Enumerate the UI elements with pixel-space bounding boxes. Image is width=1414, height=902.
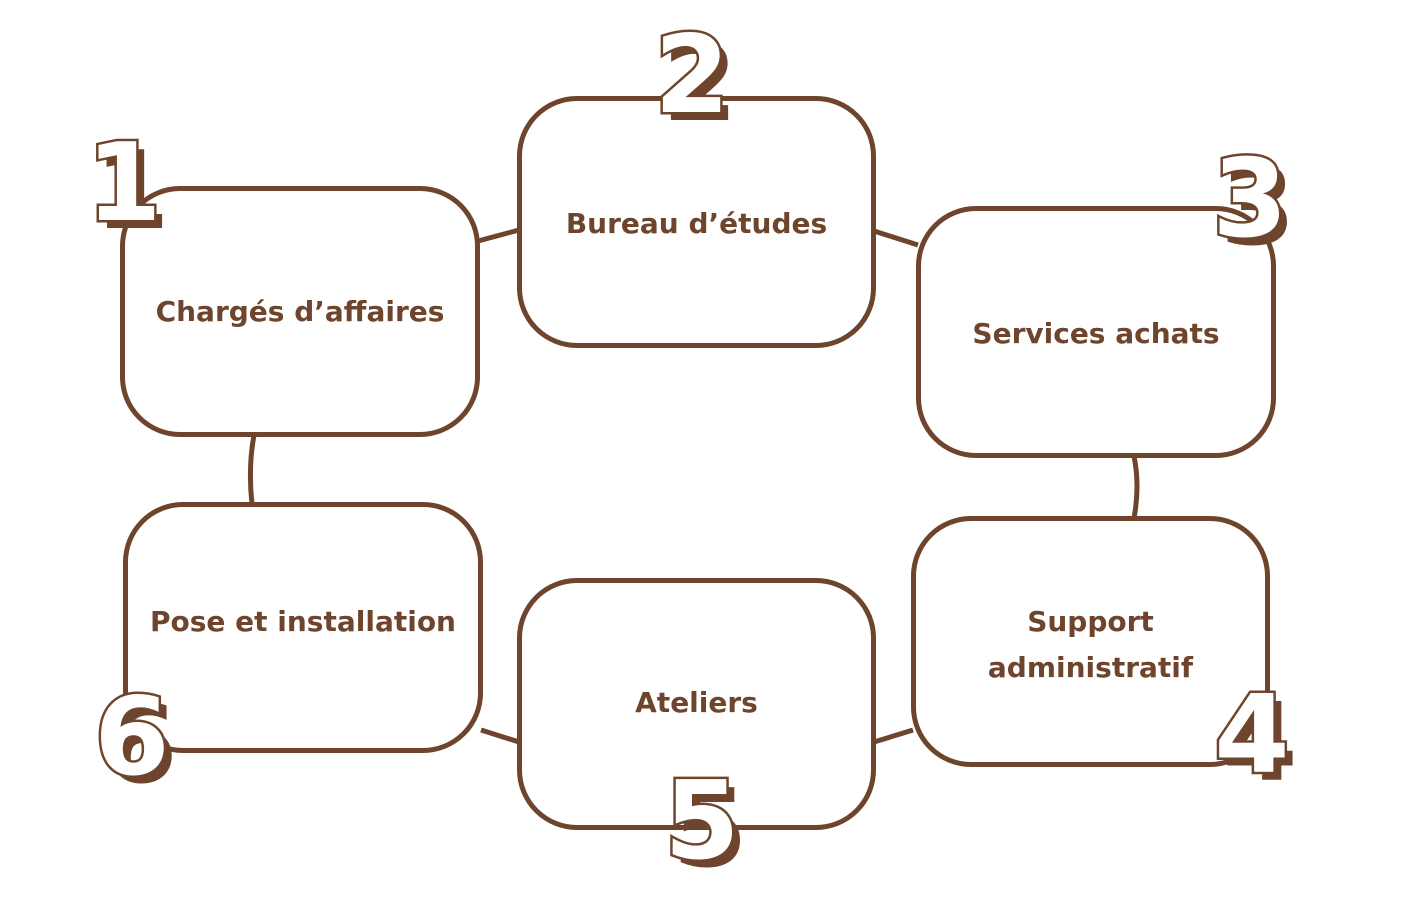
step-number-3: 3 — [1210, 137, 1290, 262]
step-number-6: 6 — [92, 675, 172, 800]
step-label: Support administratif — [987, 605, 1194, 684]
step-number-2: 2 — [652, 13, 732, 138]
step-box-1: Chargés d’affaires — [120, 186, 480, 437]
step-box-2: Bureau d’études — [517, 96, 876, 348]
step-box-5: Ateliers — [517, 578, 876, 830]
step-number-4: 4 — [1212, 673, 1292, 798]
step-label: Bureau d’études — [565, 207, 828, 240]
connector-5-6 — [480, 727, 520, 745]
connector-6-1 — [247, 434, 257, 505]
step-label: Pose et installation — [149, 605, 456, 638]
connector-4-5 — [873, 727, 914, 745]
step-number-5: 5 — [662, 759, 742, 884]
step-label: Ateliers — [635, 686, 758, 719]
step-box-4: Support administratif — [911, 516, 1270, 767]
step-box-3: Services achats — [916, 206, 1276, 458]
step-label: Services achats — [972, 317, 1220, 350]
step-box-6: Pose et installation — [123, 502, 483, 753]
connector-2-3 — [873, 228, 919, 248]
connector-3-4 — [1131, 455, 1140, 519]
step-label: Chargés d’affaires — [155, 294, 445, 328]
step-number-1: 1 — [84, 121, 164, 246]
connector-1-2 — [477, 227, 520, 244]
